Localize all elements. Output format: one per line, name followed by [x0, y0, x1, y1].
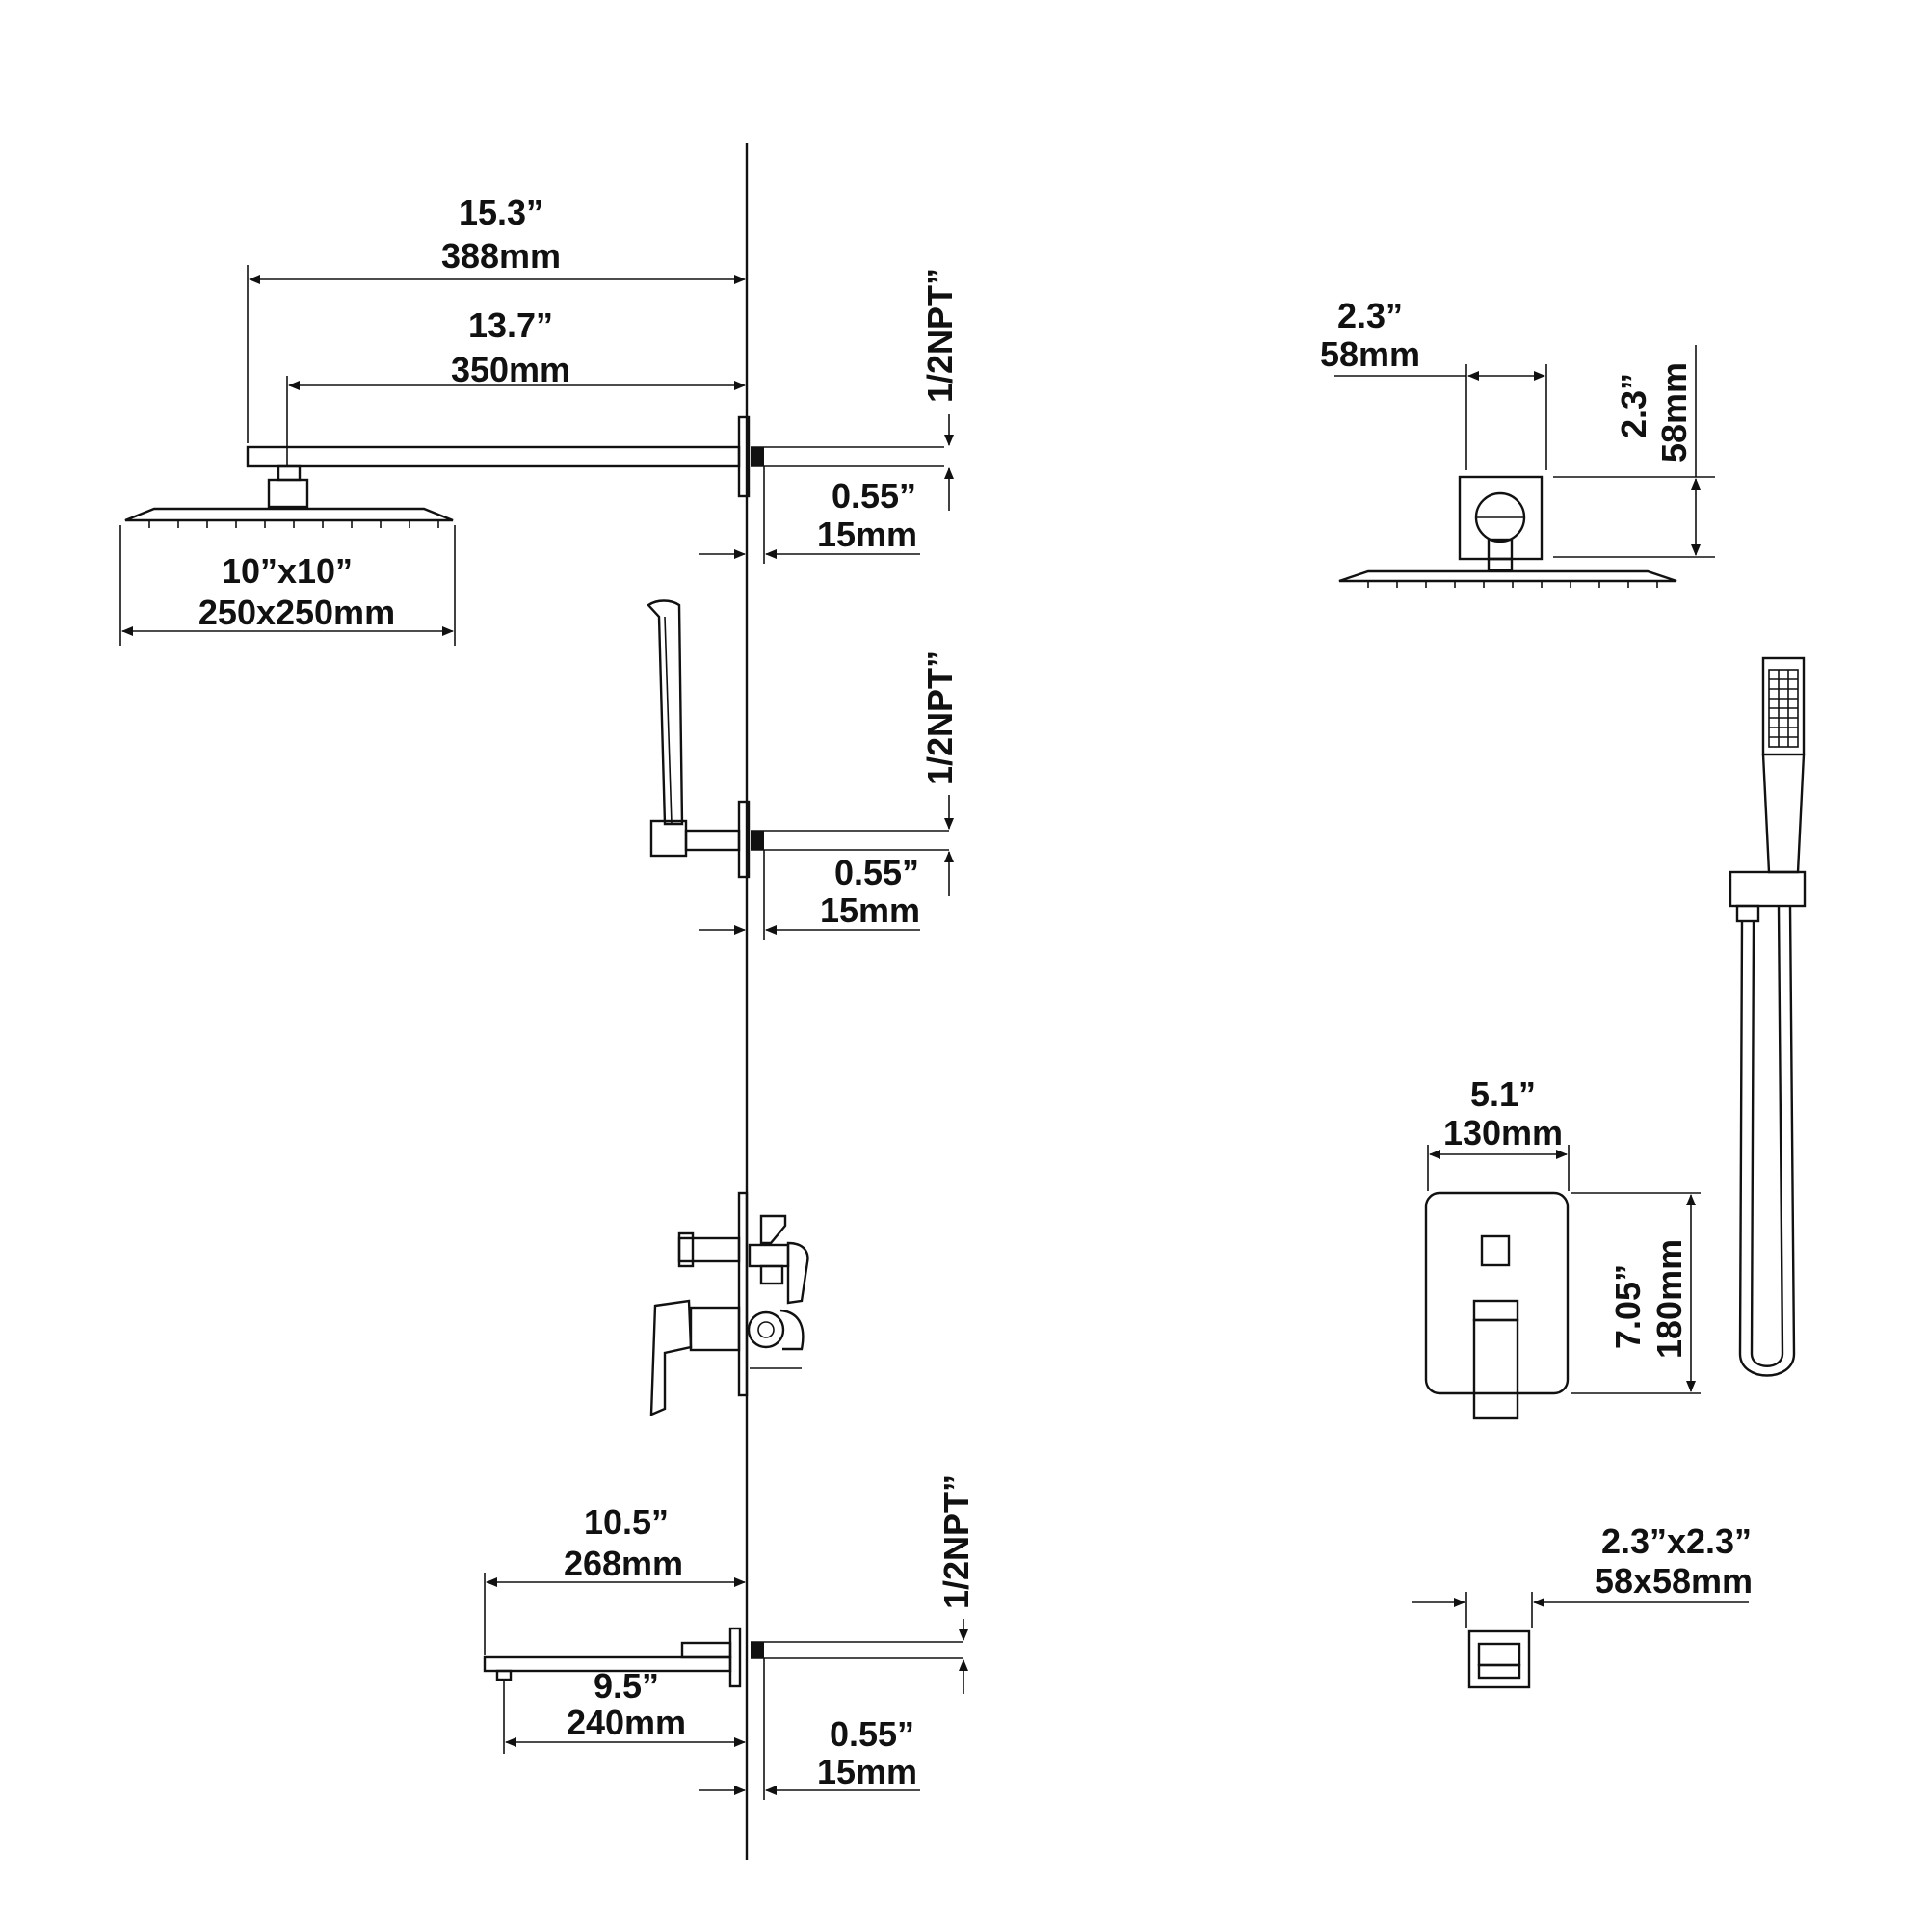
dim-gap-top-in: 0.55” [832, 476, 916, 516]
dim-flange-w-mm: 58mm [1320, 334, 1420, 374]
dim-head-mm: 250x250mm [198, 593, 395, 632]
dim-spout-inner-in: 9.5” [594, 1666, 659, 1706]
dim-spout-inner-mm: 240mm [567, 1703, 686, 1742]
dim-gap-top-mm: 15mm [817, 515, 917, 554]
dim-valve-w-mm: 130mm [1443, 1113, 1563, 1152]
outlet-flange-front-view [1467, 1629, 1531, 1689]
dim-arm-inner-mm: 350mm [451, 350, 570, 389]
tub-spout-side-view [483, 1627, 964, 1688]
rain-head-front-view [1338, 475, 1677, 588]
dim-flange-h-mm: 58mm [1654, 362, 1694, 463]
rain-head-side-view [124, 507, 454, 528]
dim-arm-total-in: 15.3” [459, 193, 543, 232]
dim-spout-total-mm: 268mm [564, 1544, 683, 1583]
dim-outlet-mm: 58x58mm [1595, 1561, 1753, 1601]
dim-arm-total-mm: 388mm [441, 236, 561, 276]
dim-gap-bottom-in: 0.55” [830, 1714, 914, 1754]
valve-trim-front-view [1424, 1191, 1570, 1420]
dim-spout-total-in: 10.5” [584, 1502, 669, 1542]
dim-arm-inner-in: 13.7” [468, 305, 553, 345]
npt-label-top: 1/2NPT” [920, 268, 960, 403]
dim-valve-w-in: 5.1” [1470, 1074, 1536, 1114]
npt-label-middle: 1/2NPT” [920, 650, 960, 785]
dim-flange-w-in: 2.3” [1337, 296, 1403, 335]
dim-head-in: 10”x10” [222, 551, 353, 591]
hand-shower-side-view [647, 599, 949, 879]
npt-label-bottom: 1/2NPT” [937, 1474, 976, 1609]
mixing-valve-side-view [649, 1191, 809, 1416]
dim-gap-mid-in: 0.55” [834, 853, 919, 892]
dim-gap-mid-mm: 15mm [820, 890, 920, 930]
dim-outlet-in: 2.3”x2.3” [1601, 1522, 1752, 1561]
dim-valve-h-mm: 180mm [1650, 1239, 1689, 1359]
shower-arm-side-view [246, 415, 944, 509]
hand-shower-front-view [1729, 656, 1807, 1377]
dim-valve-h-in: 7.05” [1608, 1264, 1648, 1349]
dim-gap-bottom-mm: 15mm [817, 1752, 917, 1791]
dim-flange-h-in: 2.3” [1614, 373, 1653, 438]
